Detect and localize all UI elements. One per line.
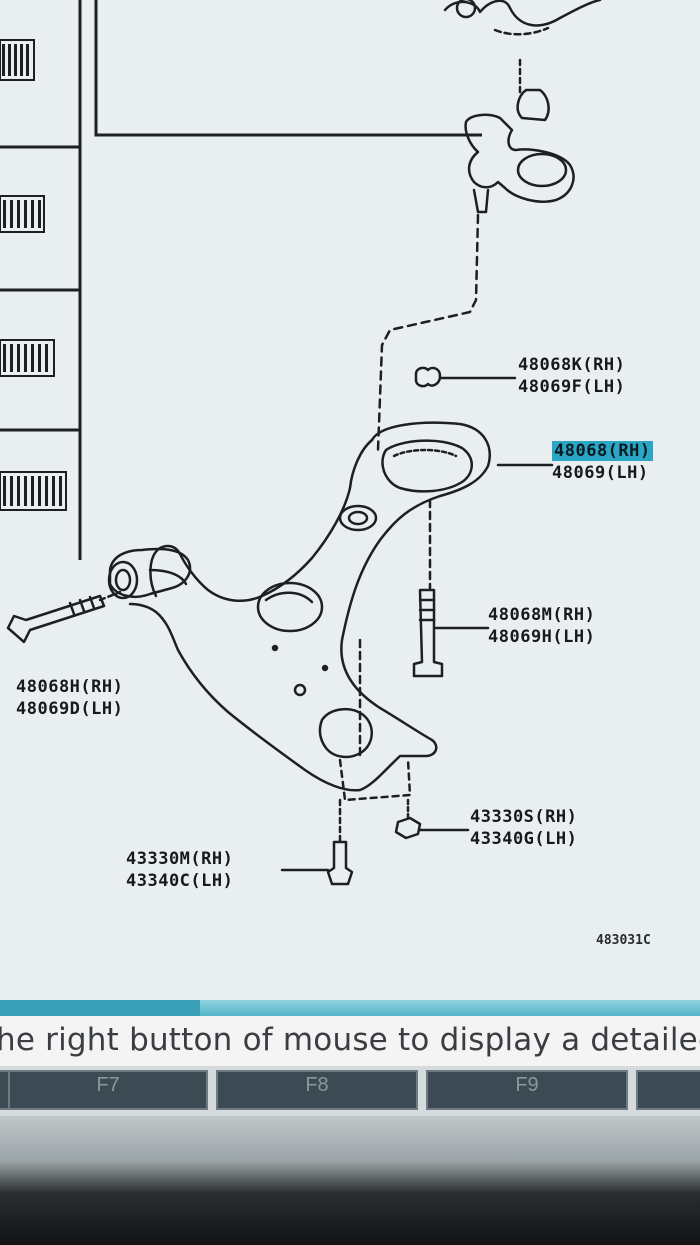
part-number-rh: 43330M(RH) (126, 849, 234, 869)
f8-button[interactable]: F8 (216, 1070, 418, 1110)
part-number-lh: 48069H(LH) (488, 627, 596, 647)
illustration-code: 483031C (596, 933, 651, 948)
part-number-rh: 48068H(RH) (16, 677, 124, 697)
bolt-48068M (412, 588, 444, 678)
nut-48068K (414, 366, 442, 388)
bolt-43330M (326, 840, 354, 886)
bolt-48068H (6, 594, 106, 644)
f9-button[interactable]: F9 (426, 1070, 628, 1110)
part-number-lh: 48069D(LH) (16, 699, 124, 719)
part-label-43330M[interactable]: 43330M(RH) 43340C(LH) (126, 848, 233, 892)
thumbnail-strips (0, 39, 67, 511)
part-label-48068K[interactable]: 48068K(RH) 48069F(LH) (518, 354, 625, 398)
ball-joint (516, 88, 550, 122)
part-label-48068-selected[interactable]: 48068(RH) 48069(LH) (552, 440, 653, 484)
lower-control-arm (128, 421, 491, 792)
monitor-bezel (0, 1116, 700, 1245)
function-key-next[interactable] (636, 1070, 700, 1110)
part-number-rh: 43330S(RH) (470, 807, 578, 827)
part-label-43330S[interactable]: 43330S(RH) 43340G(LH) (470, 806, 577, 850)
front-bushing (108, 547, 192, 598)
status-message: he right button of mouse to display a de… (0, 1022, 700, 1058)
part-number-rh: 48068K(RH) (518, 355, 626, 375)
part-label-48068H[interactable]: 48068H(RH) 48069D(LH) (16, 676, 123, 720)
status-bar: he right button of mouse to display a de… (0, 1016, 700, 1066)
scroll-progress-bar (0, 1000, 700, 1016)
nut-43330S (394, 816, 422, 840)
knuckle-fragment (443, 0, 602, 27)
part-number-lh: 48069(LH) (552, 463, 649, 483)
part-number-lh: 43340C(LH) (126, 871, 234, 891)
inset-frame (94, 0, 482, 137)
part-number-rh: 48068M(RH) (488, 605, 596, 625)
part-number-lh: 43340G(LH) (470, 829, 578, 849)
function-key-bar: F7 F8 F9 (0, 1066, 700, 1116)
part-label-48068M[interactable]: 48068M(RH) 48069H(LH) (488, 604, 595, 648)
part-number-lh: 48069F(LH) (518, 377, 626, 397)
f7-button[interactable]: F7 (8, 1070, 208, 1110)
parts-diagram-screen: 48068K(RH) 48069F(LH) 48068(RH) 48069(LH… (0, 0, 700, 1000)
suspension-arm-diagram[interactable] (0, 0, 700, 1000)
part-number-rh-highlighted: 48068(RH) (552, 441, 653, 461)
